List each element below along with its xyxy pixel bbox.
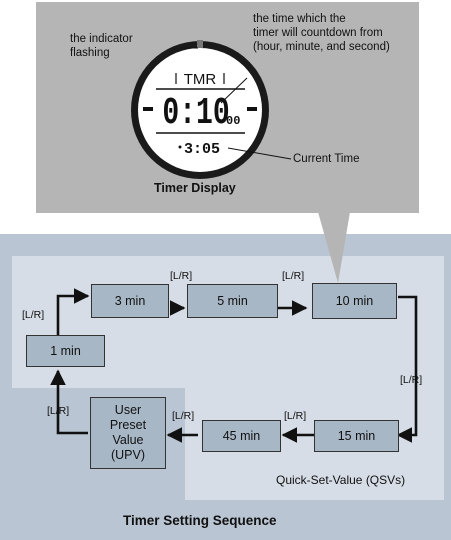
lr-label-5-to-10: [L/R] xyxy=(282,270,305,282)
seconds-display: 00 xyxy=(226,114,240,128)
lr-label-15-to-45: [L/R] xyxy=(284,410,307,422)
step-1-min: 1 min xyxy=(26,335,105,367)
step-upv: User Preset Value (UPV) xyxy=(90,397,166,469)
upv-line-1: User xyxy=(114,403,142,417)
step-15-min: 15 min xyxy=(314,420,399,452)
upv-line-4: (UPV) xyxy=(110,448,146,462)
current-time-annotation: Current Time xyxy=(293,153,360,165)
step-5-min: 5 min xyxy=(187,284,278,318)
step-3-min: 3 min xyxy=(91,284,169,318)
step-10-min: 10 min xyxy=(312,283,397,319)
timer-display-caption: Timer Display xyxy=(154,181,236,195)
lr-label-upv-to-1: [L/R] xyxy=(47,405,70,417)
mode-display: TMR xyxy=(184,71,217,88)
qsv-label: Quick-Set-Value (QSVs) xyxy=(276,473,406,487)
lr-label-1-to-3: [L/R] xyxy=(22,309,45,321)
sequence-title: Timer Setting Sequence xyxy=(123,513,277,528)
indicator-mark xyxy=(197,40,203,48)
countdown-display: 0:10 xyxy=(162,92,229,135)
watch-face xyxy=(138,48,262,172)
upv-line-3: Value xyxy=(112,433,144,447)
lr-label-10-to-15: [L/R] xyxy=(400,374,423,386)
step-45-min: 45 min xyxy=(202,420,281,452)
current-time-display: 3:05 xyxy=(184,141,220,158)
countdown-annotation: the time which the timer will countdown … xyxy=(253,13,390,53)
indicator-annotation: the indicator flashing xyxy=(70,33,133,59)
upv-line-2: Preset xyxy=(109,418,147,432)
lr-label-45-to-upv: [L/R] xyxy=(172,410,195,422)
lr-label-3-to-5: [L/R] xyxy=(170,270,193,282)
